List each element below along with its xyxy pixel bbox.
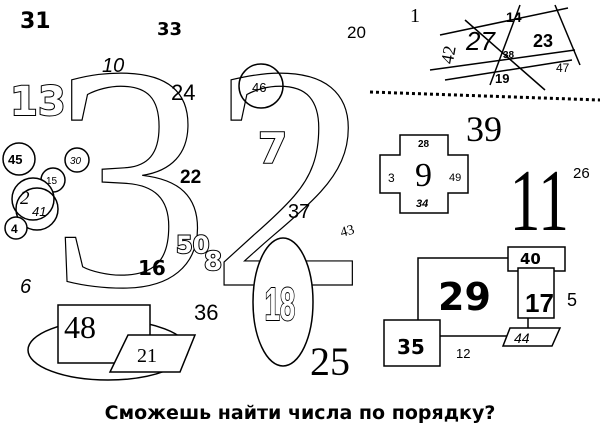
number-48[interactable]: 48: [64, 309, 96, 345]
number-12[interactable]: 12: [456, 346, 470, 361]
number-35[interactable]: 35: [397, 335, 425, 359]
parallelogram-21: [108, 334, 197, 373]
number-23[interactable]: 23: [533, 31, 553, 51]
puzzle-caption: Сможешь найти числа по порядку?: [104, 402, 496, 424]
number-20[interactable]: 20: [347, 23, 366, 42]
number-42[interactable]: 42: [437, 44, 460, 65]
number-28[interactable]: 28: [418, 139, 430, 150]
number-14[interactable]: 14: [506, 9, 522, 25]
number-6[interactable]: 6: [20, 276, 32, 298]
number-21[interactable]: 21: [137, 345, 157, 367]
number-41[interactable]: 41: [32, 204, 46, 219]
number-1[interactable]: 1: [410, 5, 420, 27]
circle-46: [238, 63, 284, 109]
number-31[interactable]: 31: [20, 9, 51, 34]
rect-35: [383, 319, 441, 367]
number-36[interactable]: 36: [194, 300, 218, 325]
number-33[interactable]: 33: [157, 19, 182, 40]
number-4[interactable]: 4: [11, 222, 18, 236]
number-30[interactable]: 30: [70, 156, 82, 167]
number-34[interactable]: 34: [416, 198, 428, 210]
number-18[interactable]: 18: [264, 279, 296, 331]
decorative-shapes: 32: [2, 0, 600, 381]
dotted-line: [369, 90, 600, 102]
number-10[interactable]: 10: [102, 55, 124, 77]
rect-40: [507, 246, 566, 272]
circle-4: [4, 216, 28, 240]
numbers: 1 2 3 4 5 6 7 8 9 10 11 12 13 14 15 16 1…: [8, 5, 590, 384]
number-2[interactable]: 2: [20, 188, 30, 209]
parallelogram-44: [501, 327, 562, 347]
circle-30: [64, 147, 90, 173]
number-7[interactable]: 7: [257, 123, 288, 174]
number-27[interactable]: 27: [465, 26, 496, 56]
number-45[interactable]: 45: [8, 152, 22, 167]
number-46[interactable]: 46: [252, 80, 266, 95]
number-13[interactable]: 13: [9, 78, 67, 126]
rect-17: [517, 267, 555, 319]
number-47[interactable]: 47: [556, 61, 570, 75]
number-24[interactable]: 24: [171, 80, 195, 105]
number-38[interactable]: 38: [503, 50, 515, 61]
number-39[interactable]: 39: [466, 109, 502, 149]
number-26[interactable]: 26: [573, 165, 590, 182]
number-16[interactable]: 16: [138, 256, 166, 280]
number-9[interactable]: 9: [415, 157, 432, 194]
number-29[interactable]: 29: [438, 275, 491, 319]
circle-41: [15, 187, 59, 231]
number-44[interactable]: 44: [514, 330, 530, 346]
ellipse-18: [252, 237, 314, 367]
number-11[interactable]: 11: [510, 152, 569, 249]
number-15[interactable]: 15: [46, 176, 58, 187]
number-50[interactable]: 50: [175, 230, 210, 260]
number-43[interactable]: 43: [339, 223, 356, 241]
cross-shape: [379, 134, 469, 214]
number-8[interactable]: 8: [203, 246, 223, 278]
number-19[interactable]: 19: [495, 71, 509, 86]
number-25[interactable]: 25: [310, 339, 350, 384]
circle-45: [2, 142, 36, 176]
number-37[interactable]: 37: [288, 201, 310, 223]
number-22[interactable]: 22: [180, 167, 201, 188]
number-3[interactable]: 3: [388, 171, 395, 185]
crossing-lines: [429, 4, 581, 91]
number-17[interactable]: 17: [525, 288, 554, 318]
number-5[interactable]: 5: [567, 290, 577, 310]
number-40[interactable]: 40: [520, 250, 541, 268]
big-number-32[interactable]: 32: [49, 0, 370, 355]
number-49[interactable]: 49: [449, 172, 461, 184]
